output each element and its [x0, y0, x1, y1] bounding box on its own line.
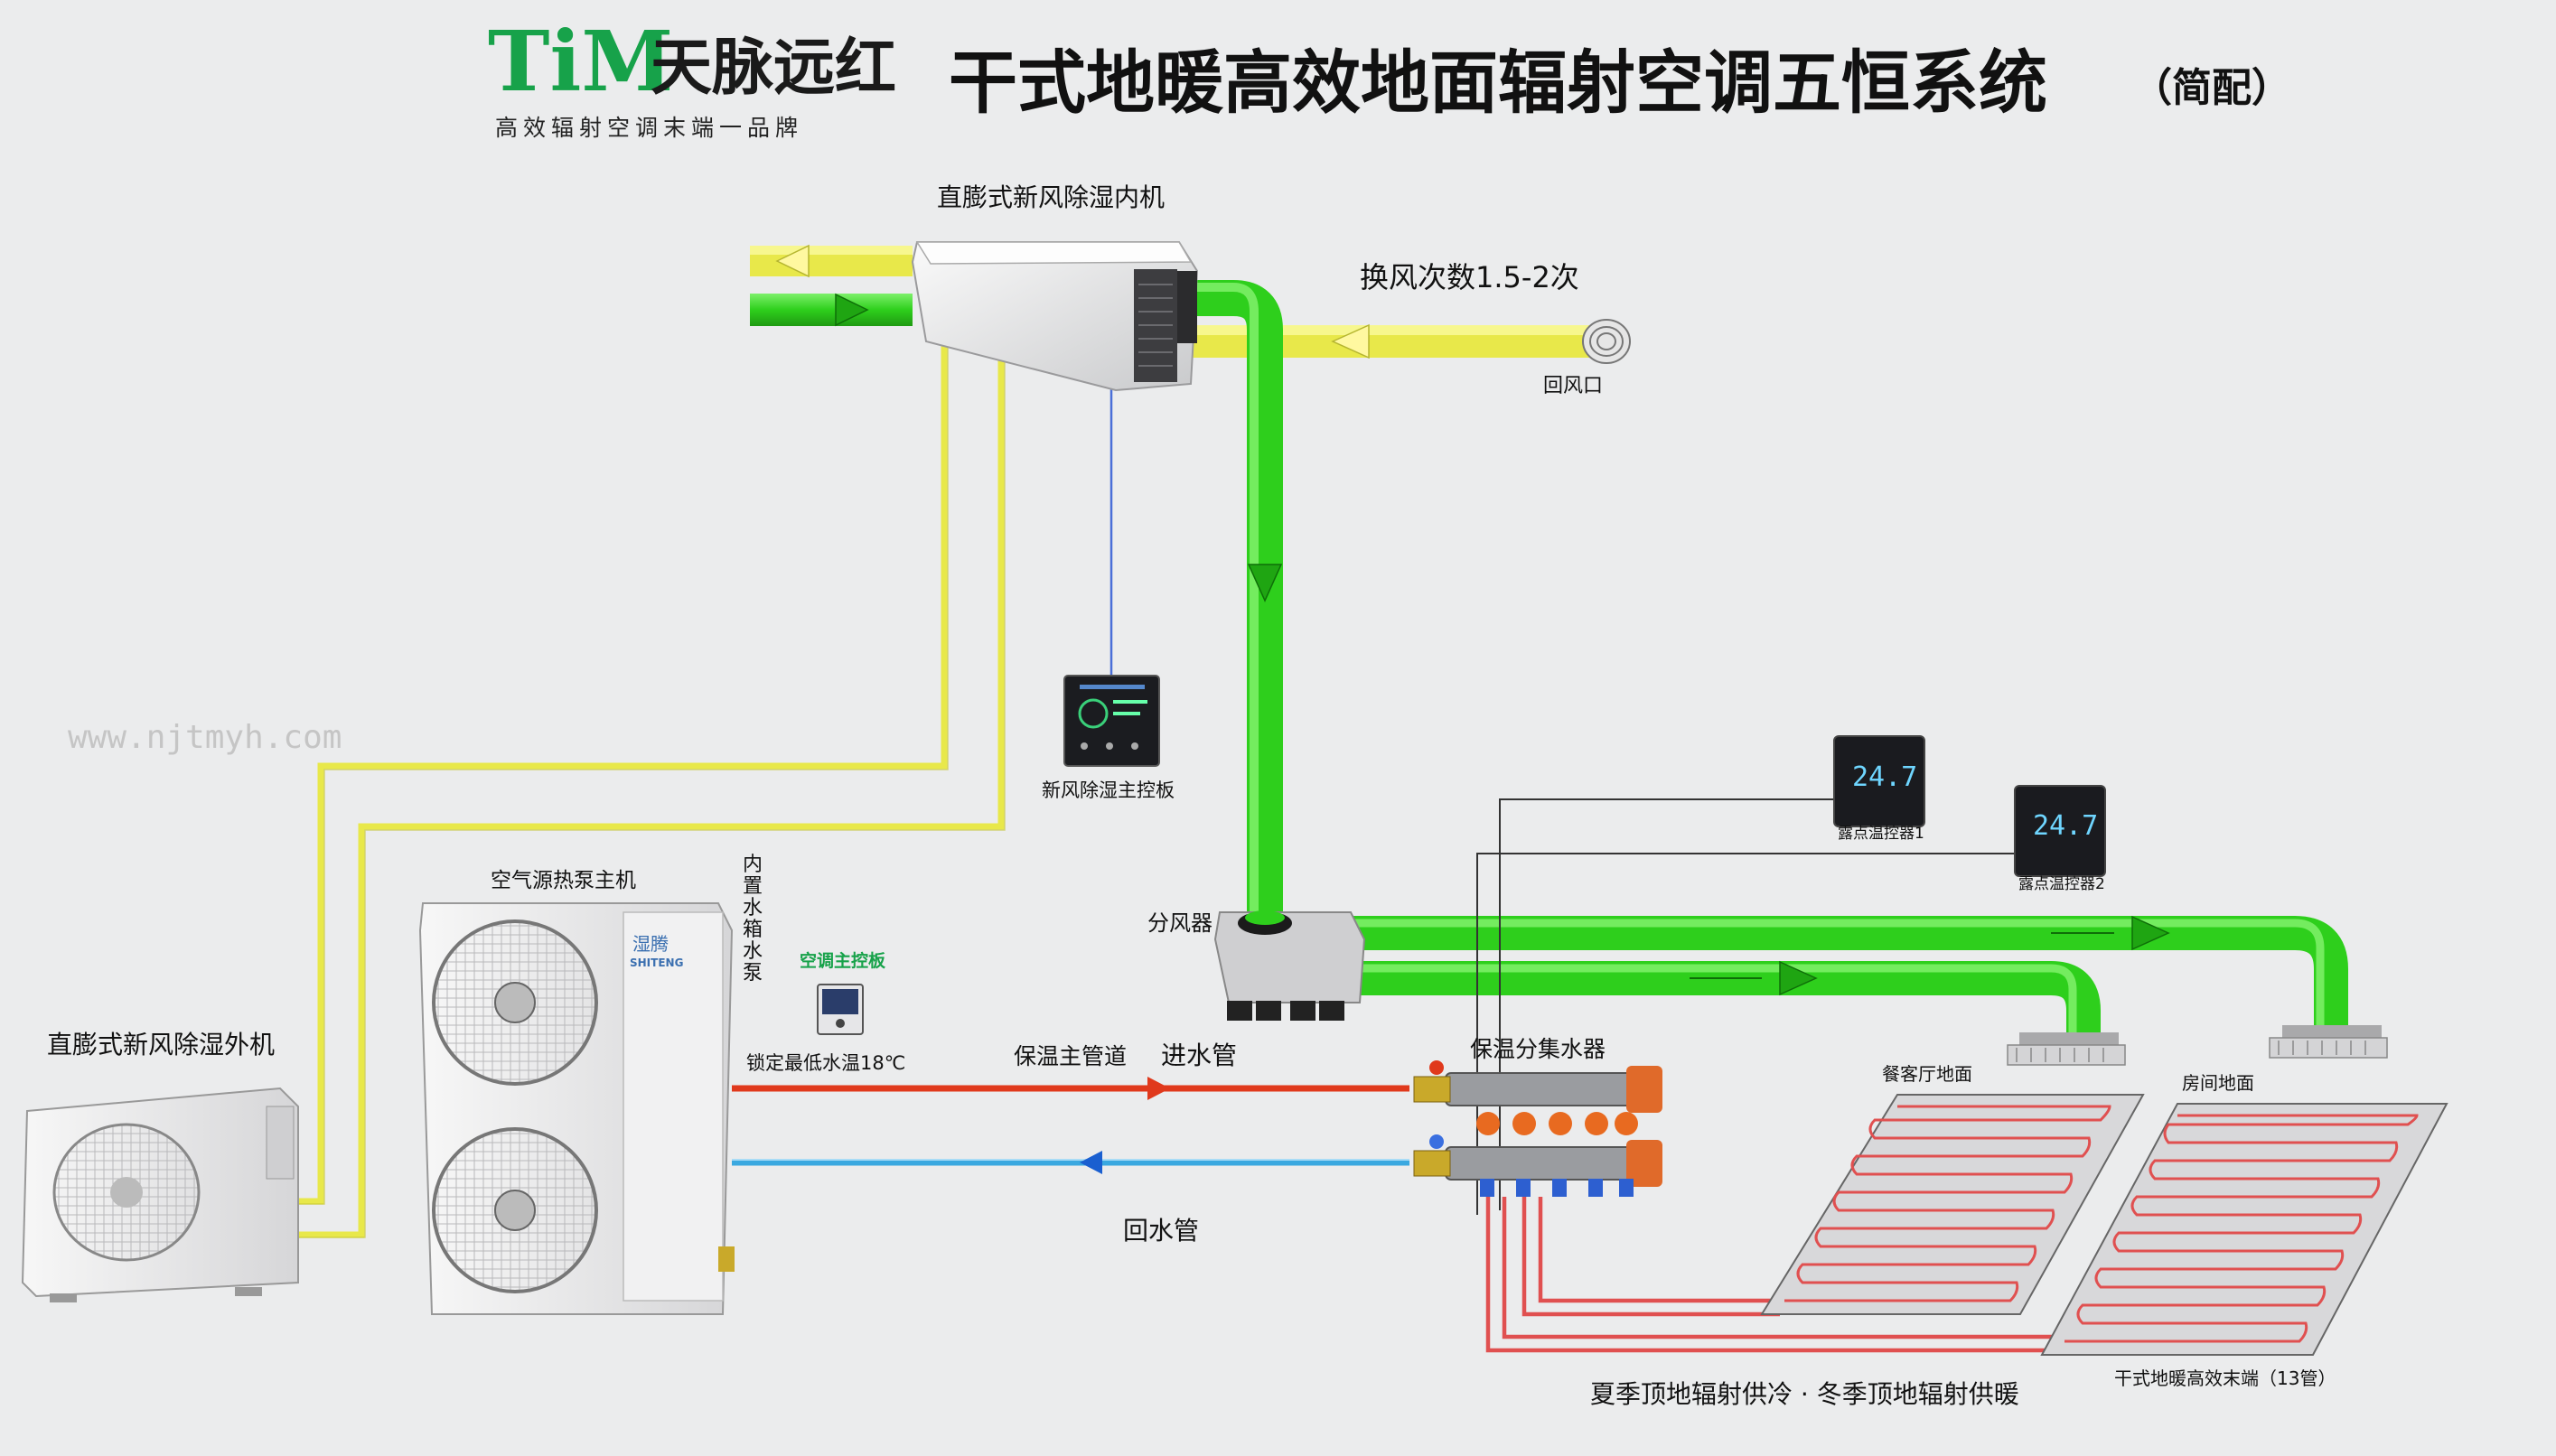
exhaust-arrow — [775, 244, 810, 278]
return-vent-label: 回风口 — [1543, 375, 1603, 397]
dew-thermostat-2-label: 露点温控器2 — [2018, 875, 2105, 893]
refrigerant-lines — [285, 341, 1005, 1238]
heat-pump-unit — [418, 902, 735, 1315]
air-divider-label: 分风器 — [1147, 910, 1212, 936]
return-water-arrow — [1080, 1151, 1102, 1174]
dew-thermostat-1: 24.7 — [1833, 735, 1925, 827]
dew-thermostat-2: 24.7 — [2014, 785, 2106, 877]
supply-air-arrow — [1247, 564, 1283, 602]
svg-text:置: 置 — [743, 875, 763, 898]
heat-pump-label: 空气源热泵主机 — [491, 869, 636, 892]
inlet-pipe-label: 进水管 — [1161, 1041, 1237, 1070]
svg-text:泵: 泵 — [743, 962, 763, 985]
inner-tank-label: 内 置 水 箱 水 泵 — [743, 854, 763, 985]
logo-latin: TiM — [488, 13, 673, 110]
floor-diffuser-dining — [2007, 1032, 2126, 1066]
brand-logo: TiM 天脉远红 高效辐射空调末端一品牌 — [488, 13, 896, 141]
min-temp-label: 锁定最低水温18℃ — [746, 1052, 905, 1074]
ac-control-panel — [817, 984, 864, 1035]
svg-text:内: 内 — [743, 854, 763, 876]
floor-diffuser-room — [2269, 1025, 2388, 1059]
return-pipe-label: 回水管 — [1123, 1216, 1199, 1246]
watermark: www.njtmyh.com — [68, 719, 342, 756]
svg-text:水: 水 — [743, 940, 763, 963]
ac-panel-label: 空调主控板 — [800, 950, 886, 971]
logo-cn: 天脉远红 — [651, 33, 896, 104]
air-divider — [1213, 910, 1366, 1021]
coil-feed-pipes — [1485, 1197, 2078, 1353]
svg-text:水: 水 — [743, 897, 763, 919]
dew-thermostat-1-label: 露点温控器1 — [1838, 825, 1924, 843]
distribution-duct-near — [1360, 961, 2101, 1037]
season-label: 夏季顶地辐射供冷 · 冬季顶地辐射供暖 — [1590, 1379, 2019, 1409]
manifold-label: 保温分集水器 — [1470, 1036, 1606, 1062]
dining-floor-label: 餐客厅地面 — [1882, 1063, 1972, 1085]
outdoor-unit-label: 直膨式新风除湿外机 — [47, 1030, 275, 1059]
indoor-unit-label: 直膨式新风除湿内机 — [937, 182, 1165, 212]
terminal-label: 干式地暖高效末端（13管） — [2114, 1367, 2336, 1389]
floor-panel-room — [2040, 1103, 2448, 1356]
logo-slogan: 高效辐射空调末端一品牌 — [495, 115, 803, 141]
svg-text:箱: 箱 — [743, 919, 763, 941]
manifold — [1413, 1060, 1662, 1197]
supply-water-arrow — [1147, 1077, 1170, 1100]
heat-pump-brand-cn: 湿腾 — [632, 933, 669, 955]
page-title-suffix: （简配） — [2132, 65, 2291, 111]
fresh-air-inlet-duct — [750, 294, 913, 326]
return-air-arrow — [1331, 323, 1370, 359]
thermostat-1-reading: 24.7 — [1852, 761, 1917, 793]
fresh-air-panel-label: 新风除湿主控板 — [1042, 779, 1175, 801]
heat-pump-brand-en: SHITENG — [630, 957, 683, 969]
air-change-label: 换风次数1.5-2次 — [1360, 260, 1579, 294]
thermostat-2-reading: 24.7 — [2033, 810, 2098, 842]
fresh-air-control-panel — [1063, 675, 1160, 767]
room-floor-label: 房间地面 — [2182, 1072, 2254, 1094]
outdoor-unit — [21, 1087, 299, 1302]
floor-panel-dining — [1760, 1094, 2145, 1315]
return-vent — [1582, 319, 1631, 364]
page-title: 干式地暖高效地面辐射空调五恒系统 — [949, 42, 2047, 123]
indoor-unit — [911, 241, 1199, 392]
main-pipe-label: 保温主管道 — [1014, 1043, 1127, 1069]
